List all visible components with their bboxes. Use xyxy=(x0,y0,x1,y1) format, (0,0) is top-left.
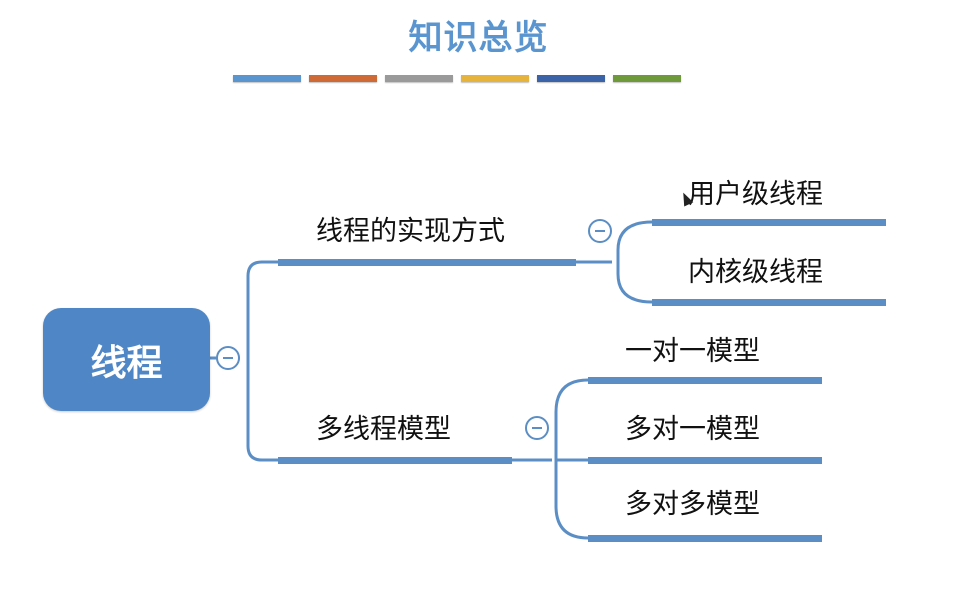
page-title: 知识总览 xyxy=(408,18,549,58)
leaf-kernel-level-underline xyxy=(652,299,886,306)
color-bar-5 xyxy=(537,75,605,82)
branch-node-multithread-model[interactable]: 多线程模型 xyxy=(316,414,451,445)
branch-implementation-collapse-button[interactable] xyxy=(588,219,612,243)
root-collapse-button[interactable] xyxy=(216,346,240,370)
leaf-user-level-underline xyxy=(652,219,886,226)
branch-node-implementation[interactable]: 线程的实现方式 xyxy=(316,216,505,247)
root-bracket-line xyxy=(246,260,278,462)
branch-multithread-collapse-button[interactable] xyxy=(525,416,549,440)
leaf-many-to-one-underline xyxy=(588,457,822,464)
branch-2-underline xyxy=(278,457,512,464)
root-node-label: 线程 xyxy=(90,342,163,384)
leaf-node-one-to-one[interactable]: 一对一模型 xyxy=(625,336,760,367)
color-bar-6 xyxy=(613,75,681,82)
leaf-node-kernel-level-thread[interactable]: 内核级线程 xyxy=(688,257,823,288)
branch-1-bracket-line xyxy=(616,220,653,304)
leaf-many-to-many-underline xyxy=(588,535,822,542)
branch-1-underline xyxy=(278,259,576,266)
leaf-node-many-to-one[interactable]: 多对一模型 xyxy=(625,414,760,445)
color-bar-1 xyxy=(233,75,301,82)
root-node[interactable]: 线程 xyxy=(43,308,210,411)
leaf-node-many-to-many[interactable]: 多对多模型 xyxy=(625,489,760,520)
color-bar-strip xyxy=(233,75,681,82)
color-bar-3 xyxy=(385,75,453,82)
leaf-one-to-one-underline xyxy=(588,377,822,384)
color-bar-4 xyxy=(461,75,529,82)
leaf-node-user-level-thread[interactable]: 用户级线程 xyxy=(688,179,823,210)
color-bar-2 xyxy=(309,75,377,82)
